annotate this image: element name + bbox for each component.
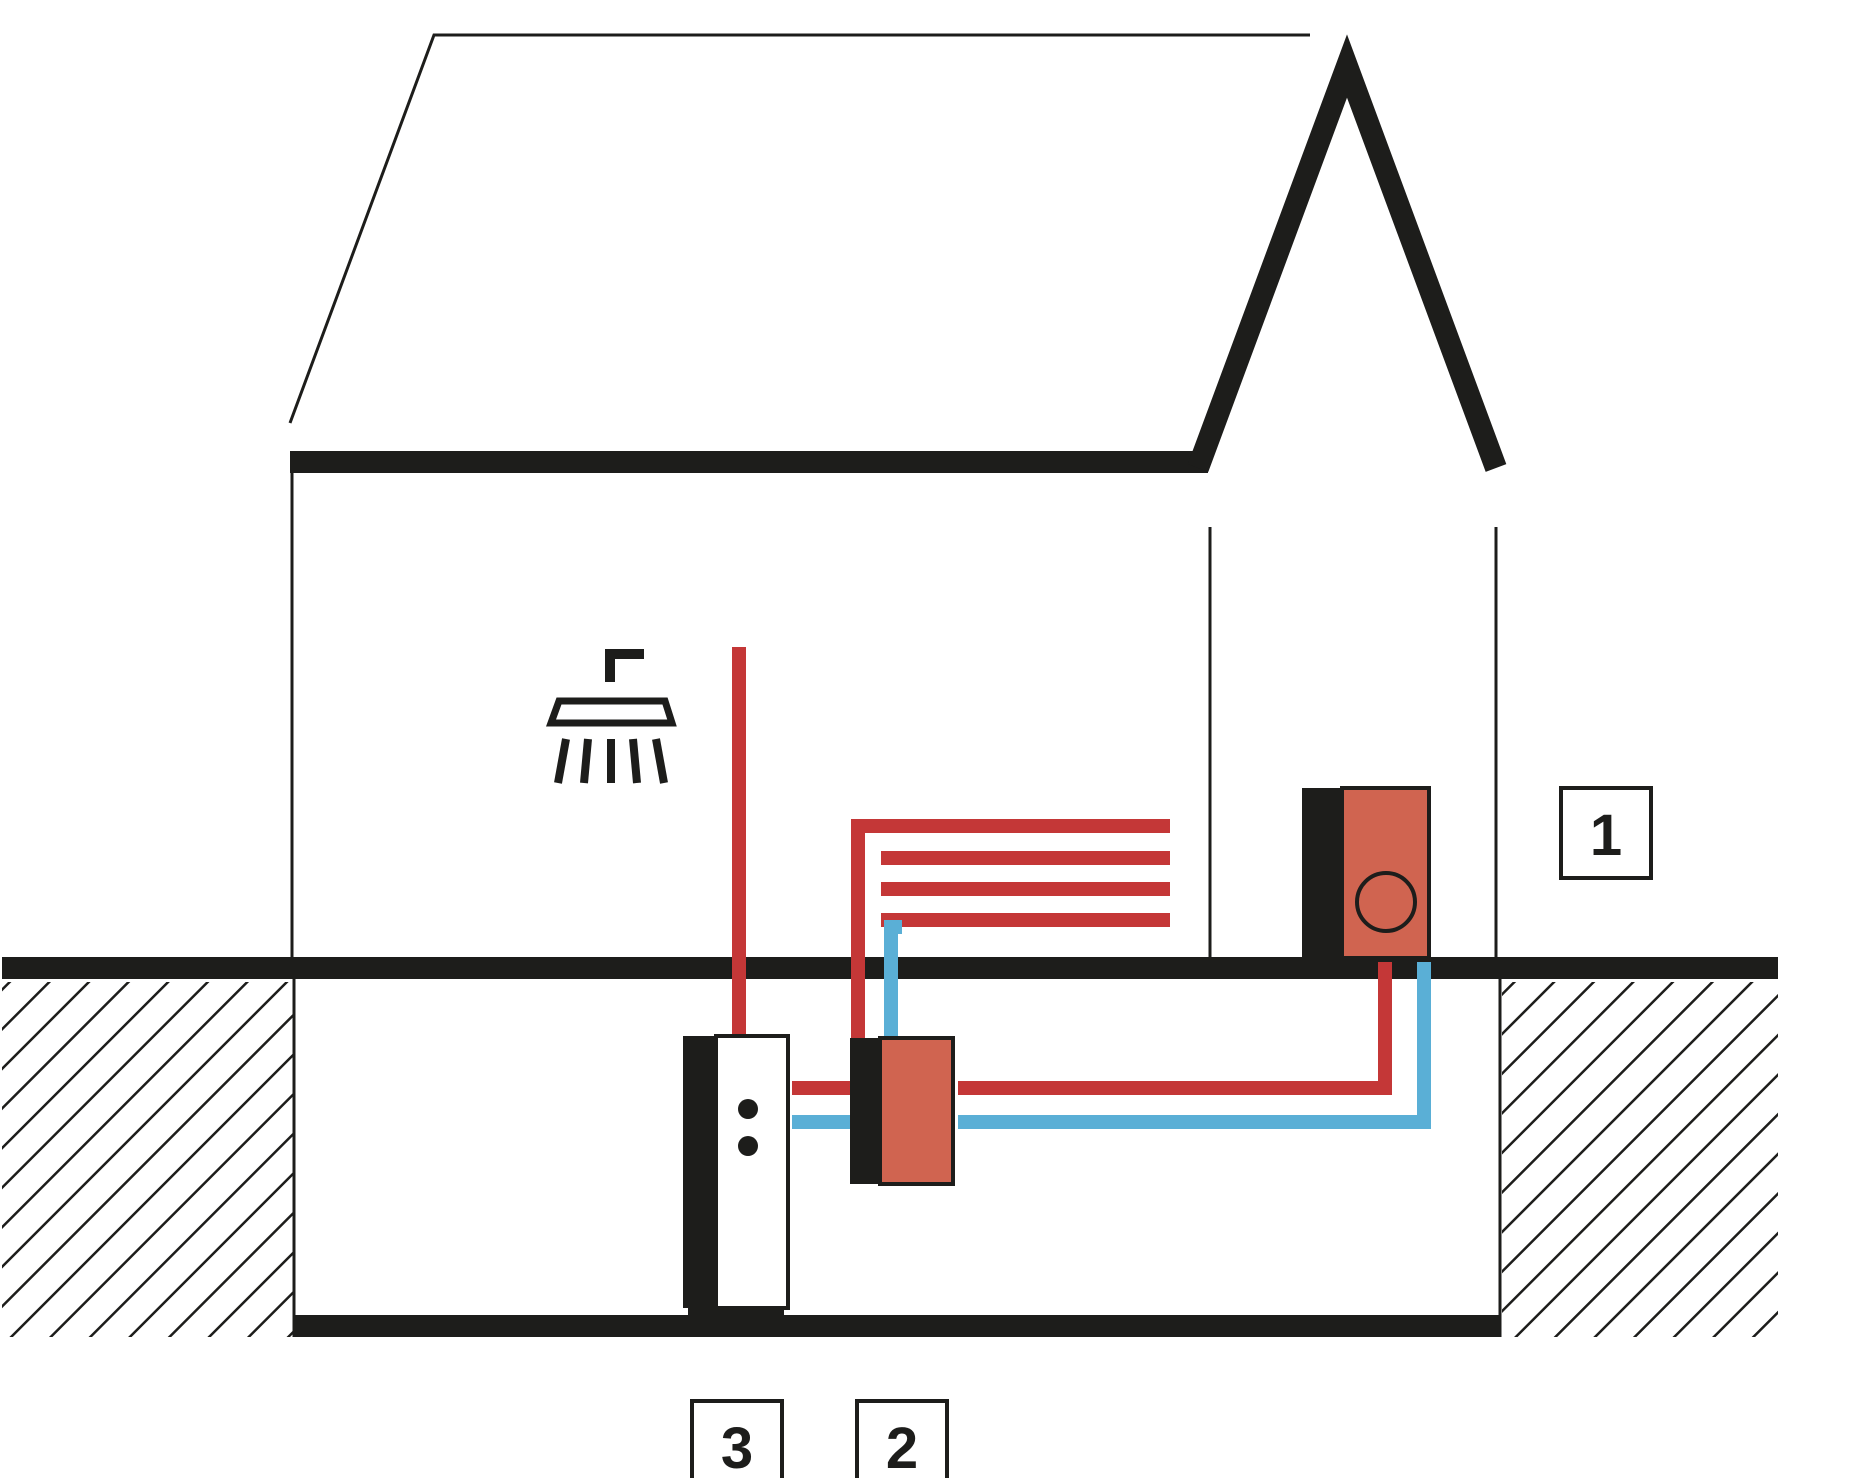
outdoor-cold-line [958,962,1431,1129]
pipes [732,647,1431,1129]
outdoor-hot-line [958,962,1392,1095]
tank-indicator-top [738,1099,758,1119]
label-1-text: 1 [1590,803,1622,868]
outdoor-unit-side [1302,788,1342,958]
gable-roof [1187,34,1507,472]
shower-icon [546,649,677,784]
outdoor-unit [1302,786,1431,960]
fan-icon [1355,871,1417,933]
tank-indicator-bottom [738,1136,758,1156]
indoor-unit-side [850,1038,880,1184]
storage-tank [683,1034,790,1316]
label-3-text: 3 [721,1416,753,1478]
tank-side [683,1036,716,1308]
floor-heating-supply [851,819,1170,1040]
floor-heating-return [884,920,902,1040]
indoor-unit [850,1036,955,1186]
ground-hatch-right [1502,982,1778,1337]
roof-left-slope [288,33,1310,424]
tank-base [688,1308,784,1316]
label-3: 3 [690,1399,784,1478]
label-2-text: 2 [886,1416,918,1478]
tank-body [714,1034,790,1310]
label-2: 2 [855,1399,949,1478]
ground-hatch-left [2,982,294,1337]
indoor-unit-body [878,1036,955,1186]
label-1: 1 [1559,786,1653,880]
